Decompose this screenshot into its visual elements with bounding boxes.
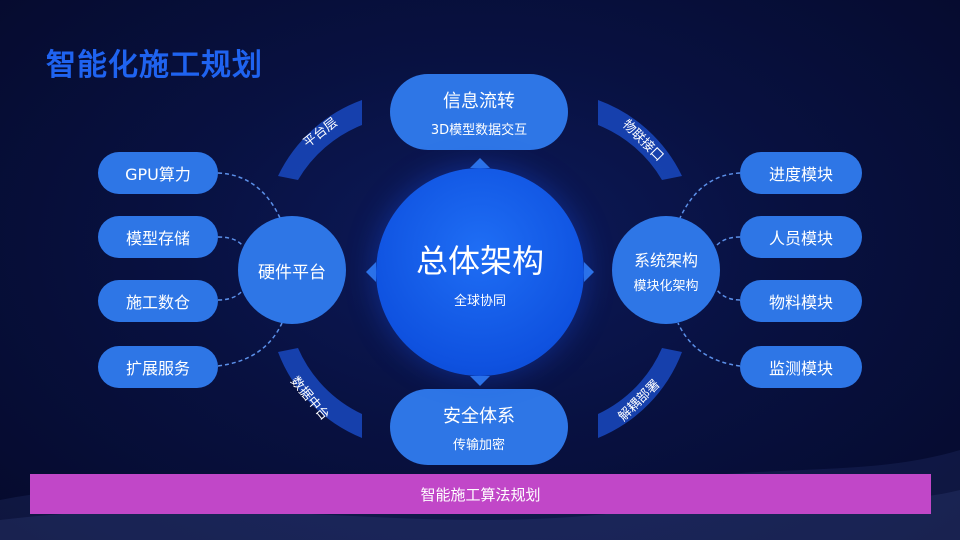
left-item-gpu[interactable]: GPU算力 — [98, 152, 218, 194]
right-item-monitoring[interactable]: 监测模块 — [740, 346, 862, 388]
left-item-warehouse[interactable]: 施工数仓 — [98, 280, 218, 322]
information-flow-subtitle: 3D模型数据交互 — [430, 122, 528, 138]
right-item-progress[interactable]: 进度模块 — [740, 152, 862, 194]
overall-architecture-node[interactable]: 总体架构 全球协同 — [376, 168, 584, 376]
overall-architecture-subtitle: 全球协同 — [453, 293, 506, 309]
background-wave — [0, 450, 960, 540]
security-system-title: 安全体系 — [443, 405, 515, 427]
footer-banner: 智能施工算法规划 — [30, 474, 931, 514]
system-architecture-title: 系统架构 — [633, 250, 698, 270]
security-system-node[interactable]: 安全体系 传输加密 — [390, 389, 568, 465]
information-flow-title: 信息流转 — [443, 90, 515, 112]
information-flow-node[interactable]: 信息流转 3D模型数据交互 — [390, 74, 568, 150]
system-architecture-node[interactable]: 系统架构 模块化架构 — [612, 216, 720, 324]
overall-architecture-title: 总体架构 — [415, 241, 544, 280]
hardware-platform-node[interactable]: 硬件平台 — [238, 216, 346, 324]
right-item-materials[interactable]: 物料模块 — [740, 280, 862, 322]
right-item-personnel[interactable]: 人员模块 — [740, 216, 862, 258]
left-item-storage[interactable]: 模型存储 — [98, 216, 218, 258]
page-title: 智能化施工规划 — [46, 48, 263, 83]
left-item-extension[interactable]: 扩展服务 — [98, 346, 218, 388]
security-system-subtitle: 传输加密 — [452, 437, 505, 453]
system-architecture-subtitle: 模块化架构 — [633, 278, 699, 294]
